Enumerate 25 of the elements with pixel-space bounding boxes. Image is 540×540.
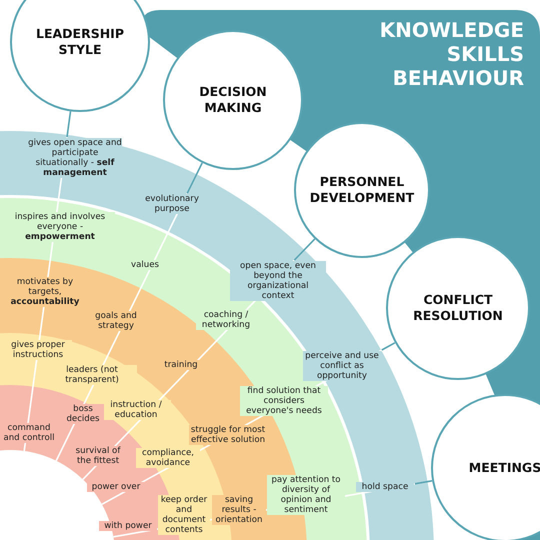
ring-text: instruction / education bbox=[101, 400, 171, 420]
ring-text: find solution that considers everyone's needs bbox=[240, 386, 328, 416]
ring-text: with power bbox=[99, 521, 157, 531]
connector-line bbox=[414, 480, 432, 485]
ring-text: struggle for most effective solution bbox=[189, 425, 267, 445]
ring-text: power over bbox=[87, 482, 145, 492]
category-title: CONFLICT RESOLUTION bbox=[412, 292, 504, 324]
connector-line bbox=[381, 342, 396, 351]
ring-text: gives open space and participate situationally - self management bbox=[28, 138, 122, 178]
ring-text: perceive and use conflict as opportunity bbox=[303, 351, 381, 381]
category-title: LEADERSHIP STYLE bbox=[35, 26, 125, 58]
ring-text: open space, even beyond the organizational context bbox=[230, 261, 326, 301]
category-title: MEETINGS bbox=[468, 460, 540, 476]
ring-text: hold space bbox=[356, 482, 414, 492]
connector-line bbox=[186, 162, 203, 194]
category-circle bbox=[431, 394, 540, 540]
connector-line bbox=[294, 238, 316, 261]
category-title: PERSONNEL DEVELOPMENT bbox=[308, 174, 416, 206]
heading: KNOWLEDGE SKILLS BEHAVIOUR bbox=[378, 18, 524, 90]
category-title: DECISION MAKING bbox=[198, 84, 268, 116]
connector-line bbox=[66, 111, 72, 138]
ring-text: keep order and document contents bbox=[158, 495, 210, 535]
ring-text: compliance, avoidance bbox=[136, 448, 200, 468]
ring-text: saving results - orientation bbox=[212, 495, 266, 525]
ring-text: pay attention to diversity of opinion and sentiment bbox=[267, 475, 345, 515]
